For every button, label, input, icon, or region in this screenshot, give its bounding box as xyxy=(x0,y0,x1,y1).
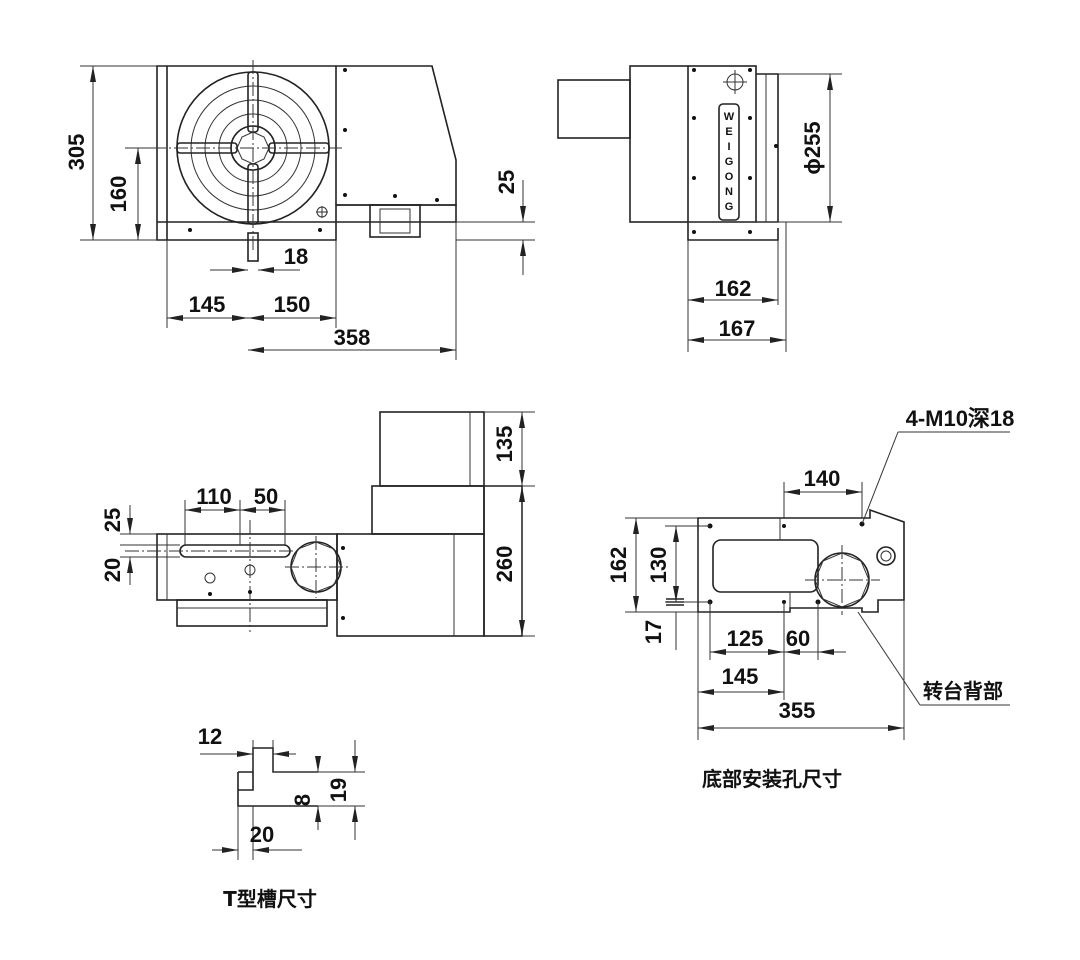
dim-4-m10-hole: 4-M10深18 xyxy=(906,406,1015,431)
dim-167: 167 xyxy=(719,316,756,341)
dim-25: 25 xyxy=(494,170,519,194)
svg-text:W: W xyxy=(724,111,735,123)
dim-d255: ɸ255 xyxy=(800,121,825,174)
dim-150: 150 xyxy=(274,292,311,317)
svg-text:N: N xyxy=(725,186,733,198)
dim-60: 60 xyxy=(786,626,810,651)
dim-slot-20: 20 xyxy=(250,822,274,847)
dim-162: 162 xyxy=(715,276,752,301)
dim-135: 135 xyxy=(492,426,517,463)
dim-17: 17 xyxy=(641,620,666,644)
brand-logo: W E I G O N G xyxy=(724,111,735,213)
dim-160: 160 xyxy=(106,176,131,213)
base-mounting-view: 4-M10深18 转台背部 140 162 130 17 125 60 14 xyxy=(606,406,1014,791)
svg-text:I: I xyxy=(727,141,730,153)
dim-110: 110 xyxy=(196,484,232,509)
top-view: 135 260 25 20 110 50 xyxy=(100,411,535,637)
dim-355: 355 xyxy=(779,698,816,723)
dim-slot-12: 12 xyxy=(198,724,222,749)
dim-50: 50 xyxy=(254,484,278,509)
dim-125: 125 xyxy=(727,626,764,651)
t-slot-detail: 12 8 19 20 T型槽尺寸 xyxy=(198,724,365,911)
label-turntable-back: 转台背部 xyxy=(923,679,1003,703)
dim-358: 358 xyxy=(334,325,371,350)
svg-text:G: G xyxy=(725,201,734,213)
dim-top-25: 25 xyxy=(100,508,125,532)
dim-slot-19: 19 xyxy=(326,778,351,802)
dim-145: 145 xyxy=(189,292,226,317)
front-view: 305 160 25 18 145 150 358 xyxy=(64,60,535,360)
side-view: W E I G O N G ɸ255 162 167 xyxy=(557,65,842,352)
svg-text:O: O xyxy=(725,171,734,183)
dim-slot-8: 8 xyxy=(290,794,315,806)
dim-base-145: 145 xyxy=(722,664,759,689)
dim-18: 18 xyxy=(284,244,308,269)
dim-305: 305 xyxy=(64,134,89,171)
dim-130: 130 xyxy=(646,547,671,584)
svg-text:E: E xyxy=(725,126,732,138)
caption-t-slot: T型槽尺寸 xyxy=(223,887,317,911)
dim-260: 260 xyxy=(492,546,517,583)
dim-top-20: 20 xyxy=(100,558,125,582)
svg-text:G: G xyxy=(725,156,734,168)
dim-140: 140 xyxy=(804,466,841,491)
dim-base-162: 162 xyxy=(606,547,631,584)
caption-base-mounting: 底部安装孔尺寸 xyxy=(702,767,842,791)
